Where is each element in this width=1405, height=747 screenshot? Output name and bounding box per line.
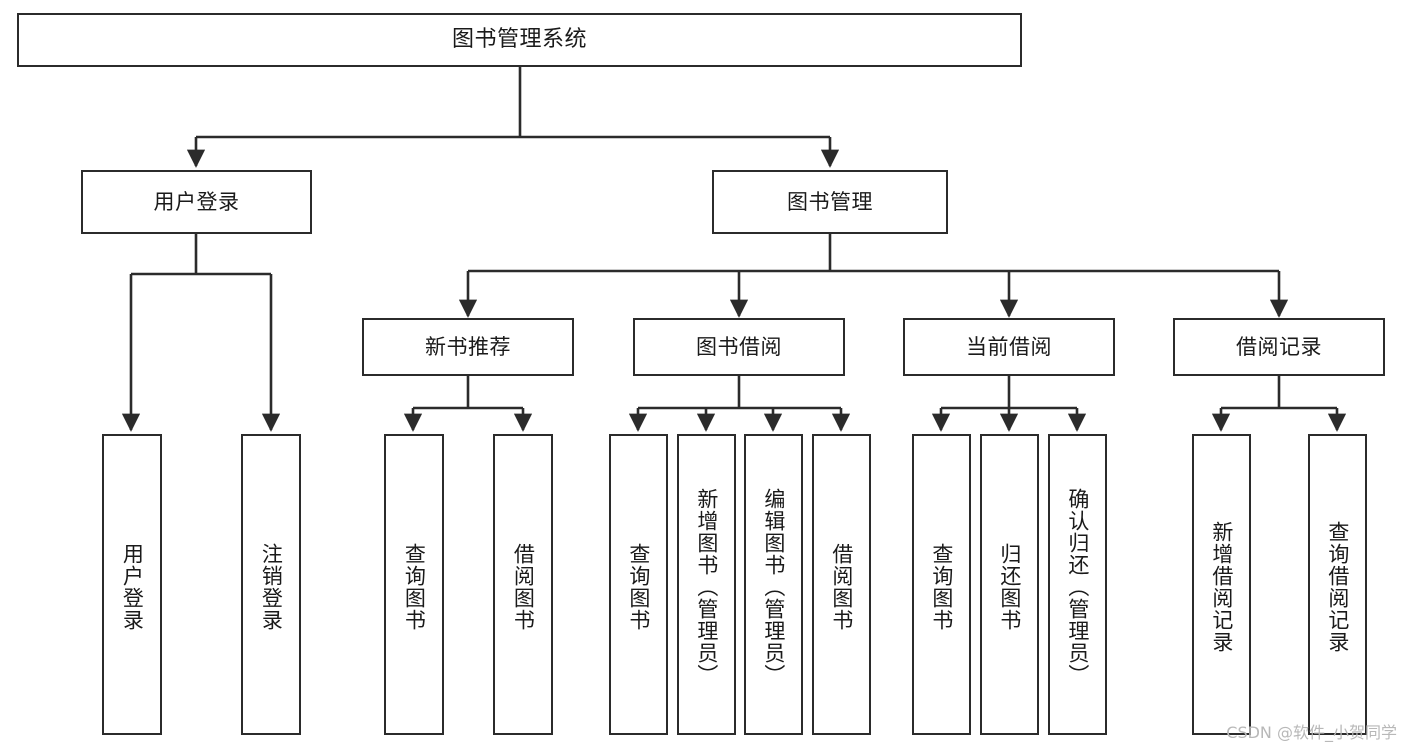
leaf-book-borrow-add-book-admin[interactable]: 新增图书（管理员） — [677, 434, 736, 735]
node-label: 查询图书 — [929, 542, 954, 631]
node-label: 用户登录 — [153, 189, 240, 214]
node-root-book-management-system[interactable]: 图书管理系统 — [17, 13, 1022, 67]
node-label: 新书推荐 — [425, 334, 511, 359]
node-current-borrowing[interactable]: 当前借阅 — [903, 318, 1115, 376]
node-label: 图书管理 — [787, 189, 873, 214]
leaf-book-borrow-query-book[interactable]: 查询图书 — [609, 434, 668, 735]
leaf-book-borrow-edit-book-admin[interactable]: 编辑图书（管理员） — [744, 434, 803, 735]
node-label: 编辑图书（管理员） — [761, 487, 786, 686]
leaf-new-book-query-book[interactable]: 查询图书 — [384, 434, 444, 735]
leaf-current-borrow-confirm-return-admin[interactable]: 确认归还（管理员） — [1048, 434, 1107, 735]
node-label: 查询借阅记录 — [1325, 520, 1350, 653]
node-book-management[interactable]: 图书管理 — [712, 170, 948, 234]
node-label: 图书借阅 — [696, 334, 782, 359]
node-label: 图书管理系统 — [451, 27, 587, 52]
node-label: 借阅图书 — [829, 542, 854, 631]
leaf-borrow-record-add-record[interactable]: 新增借阅记录 — [1192, 434, 1251, 735]
node-new-book-recommendation[interactable]: 新书推荐 — [362, 318, 574, 376]
node-label: 新增借阅记录 — [1209, 520, 1234, 653]
node-label: 注销登录 — [259, 542, 284, 631]
node-label: 借阅图书 — [511, 542, 536, 631]
node-label: 用户登录 — [120, 542, 145, 631]
node-label: 归还图书 — [997, 542, 1022, 631]
node-borrowing-record[interactable]: 借阅记录 — [1173, 318, 1385, 376]
node-label: 确认归还（管理员） — [1065, 487, 1090, 686]
csdn-watermark: CSDN @软件_小贺同学 — [1226, 723, 1397, 742]
node-label: 查询图书 — [402, 542, 427, 631]
node-label: 借阅记录 — [1236, 334, 1322, 359]
leaf-current-borrow-return-book[interactable]: 归还图书 — [980, 434, 1039, 735]
leaf-borrow-record-query-record[interactable]: 查询借阅记录 — [1308, 434, 1367, 735]
leaf-current-borrow-query-book[interactable]: 查询图书 — [912, 434, 971, 735]
node-label: 查询图书 — [626, 542, 651, 631]
node-book-borrowing[interactable]: 图书借阅 — [633, 318, 845, 376]
node-label: 当前借阅 — [966, 334, 1052, 359]
leaf-new-book-borrow-book[interactable]: 借阅图书 — [493, 434, 553, 735]
node-label: 新增图书（管理员） — [694, 487, 719, 686]
leaf-book-borrow-borrow-book[interactable]: 借阅图书 — [812, 434, 871, 735]
node-user-login[interactable]: 用户登录 — [81, 170, 312, 234]
leaf-user-login-logout[interactable]: 注销登录 — [241, 434, 301, 735]
leaf-user-login-login[interactable]: 用户登录 — [102, 434, 162, 735]
